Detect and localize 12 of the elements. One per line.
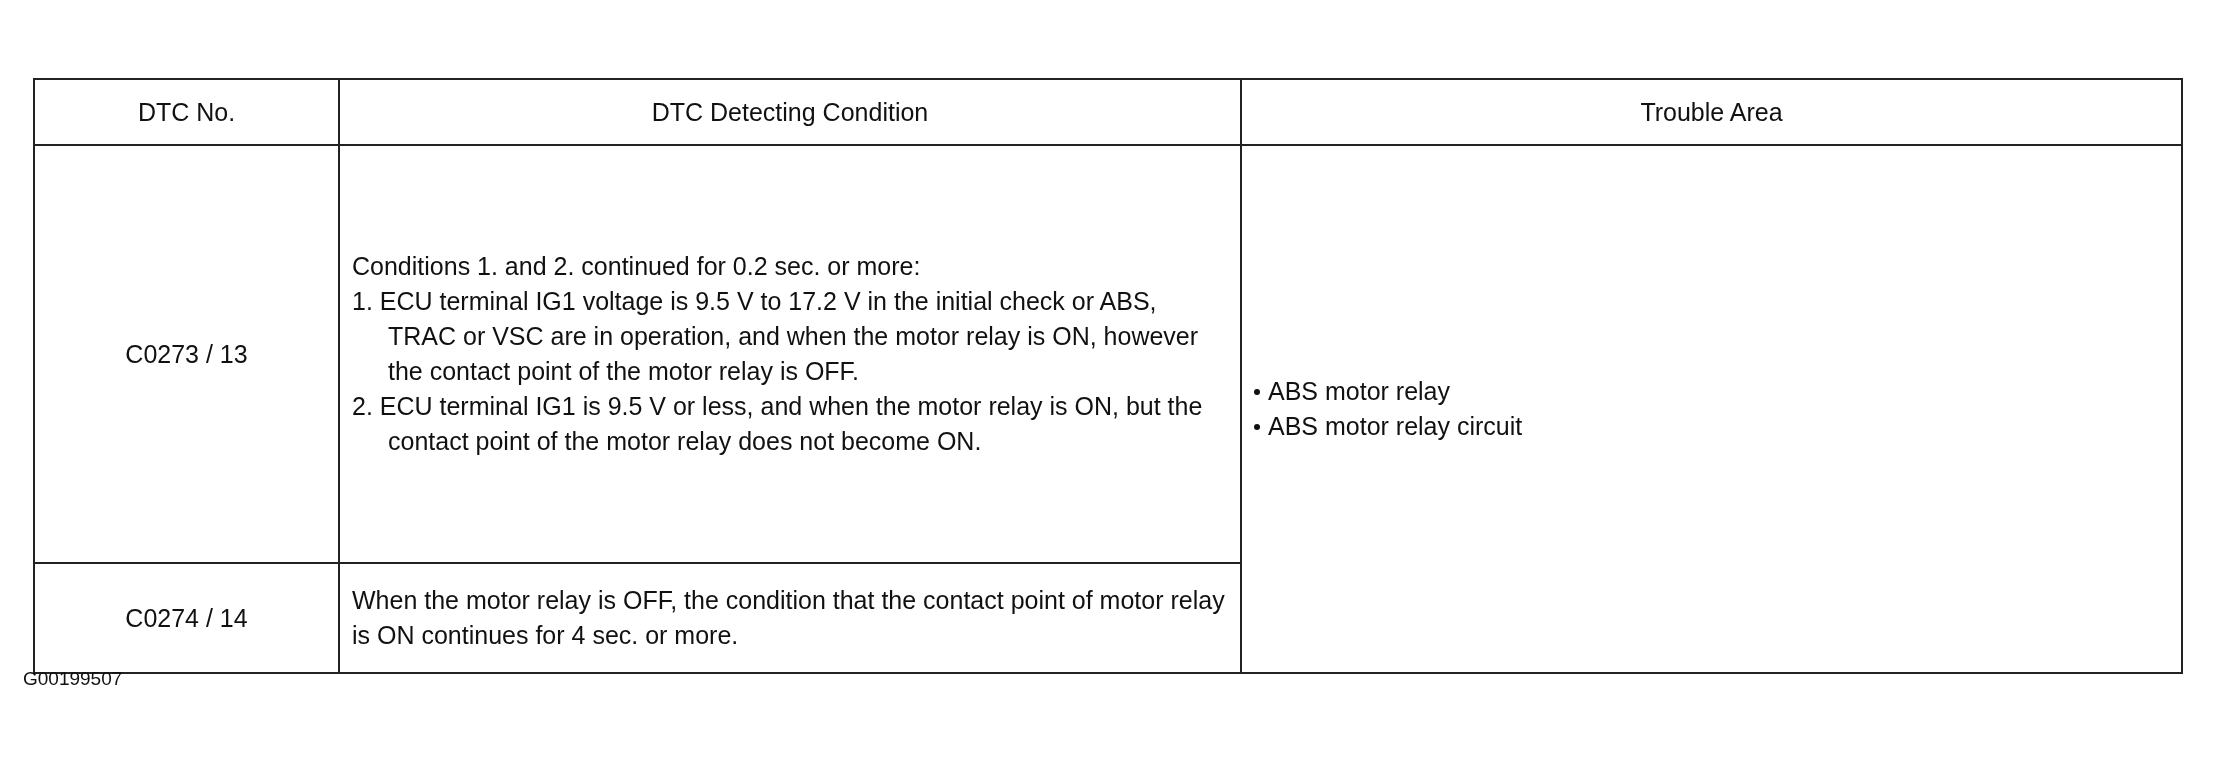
column-header: DTC No. — [137, 97, 236, 126]
dtc-code: C0273 / 13 — [125, 339, 248, 368]
condition-text: When the motor relay is OFF, the condition that the contact point of motor relay is ON continues for 4 sec. or more. — [352, 586, 1225, 649]
dtc-code: C0274 / 14 — [125, 603, 248, 632]
condition-item: 1. ECU terminal IG1 voltage is 9.5 V to 17.2 V in the initial check or ABS, TRAC or VSC are in operation, and when the motor relay is ON, however the contact point of the motor relay is OFF. — [352, 286, 1200, 387]
figure-code: G00199507 — [23, 668, 123, 690]
column-header: DTC Detecting Condition — [651, 97, 929, 126]
trouble-area-item: ABS motor relay — [1268, 377, 1450, 405]
condition-item: 2. ECU terminal IG1 is 9.5 V or less, and when the motor relay is ON, but the contact point of the motor relay does not become ON. — [352, 391, 1204, 457]
column-header: Trouble Area — [1640, 97, 1783, 126]
condition-text: Conditions 1. and 2. continued for 0.2 sec. or more: — [352, 251, 922, 282]
trouble-area-item: ABS motor relay circuit — [1268, 412, 1523, 440]
